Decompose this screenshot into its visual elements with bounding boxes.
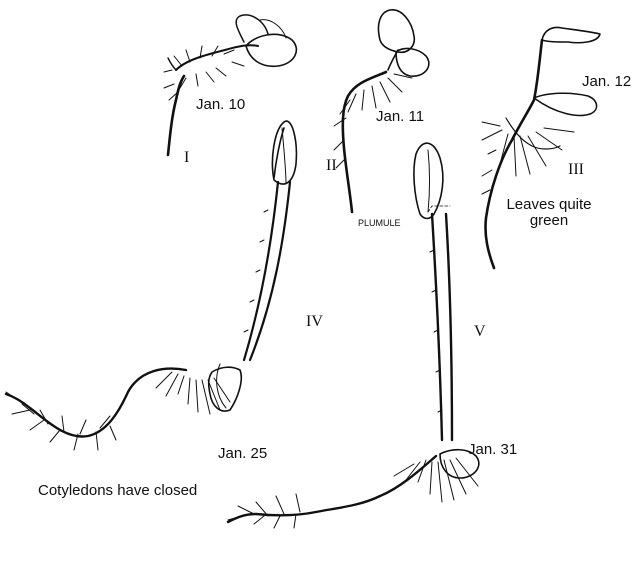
stage-I-date: Jan. 10: [196, 97, 245, 112]
stage-V-date: Jan. 31: [468, 442, 517, 457]
stage-I-numeral: I: [184, 150, 189, 166]
stage-IV-date: Jan. 25: [218, 446, 267, 461]
stage-III-date: Jan. 12: [582, 74, 631, 89]
stage-III-numeral: III: [568, 162, 584, 178]
stage-III-note: Leaves quite green: [503, 197, 595, 229]
stage-II-date: Jan. 11: [376, 109, 424, 124]
seedling-III-drawing: [482, 28, 600, 269]
seedling-IV-drawing: [6, 121, 296, 450]
stage-II-numeral: II: [326, 158, 337, 174]
plumule-label: PLUMULE: [358, 219, 401, 228]
stage-IV-note: Cotyledons have closed: [38, 483, 197, 498]
stage-III-note-line2: green: [503, 213, 595, 229]
seedling-V-drawing: [228, 143, 479, 528]
stage-V-numeral: V: [474, 324, 486, 340]
stage-III-note-line1: Leaves quite: [503, 197, 595, 213]
stage-IV-numeral: IV: [306, 314, 323, 330]
